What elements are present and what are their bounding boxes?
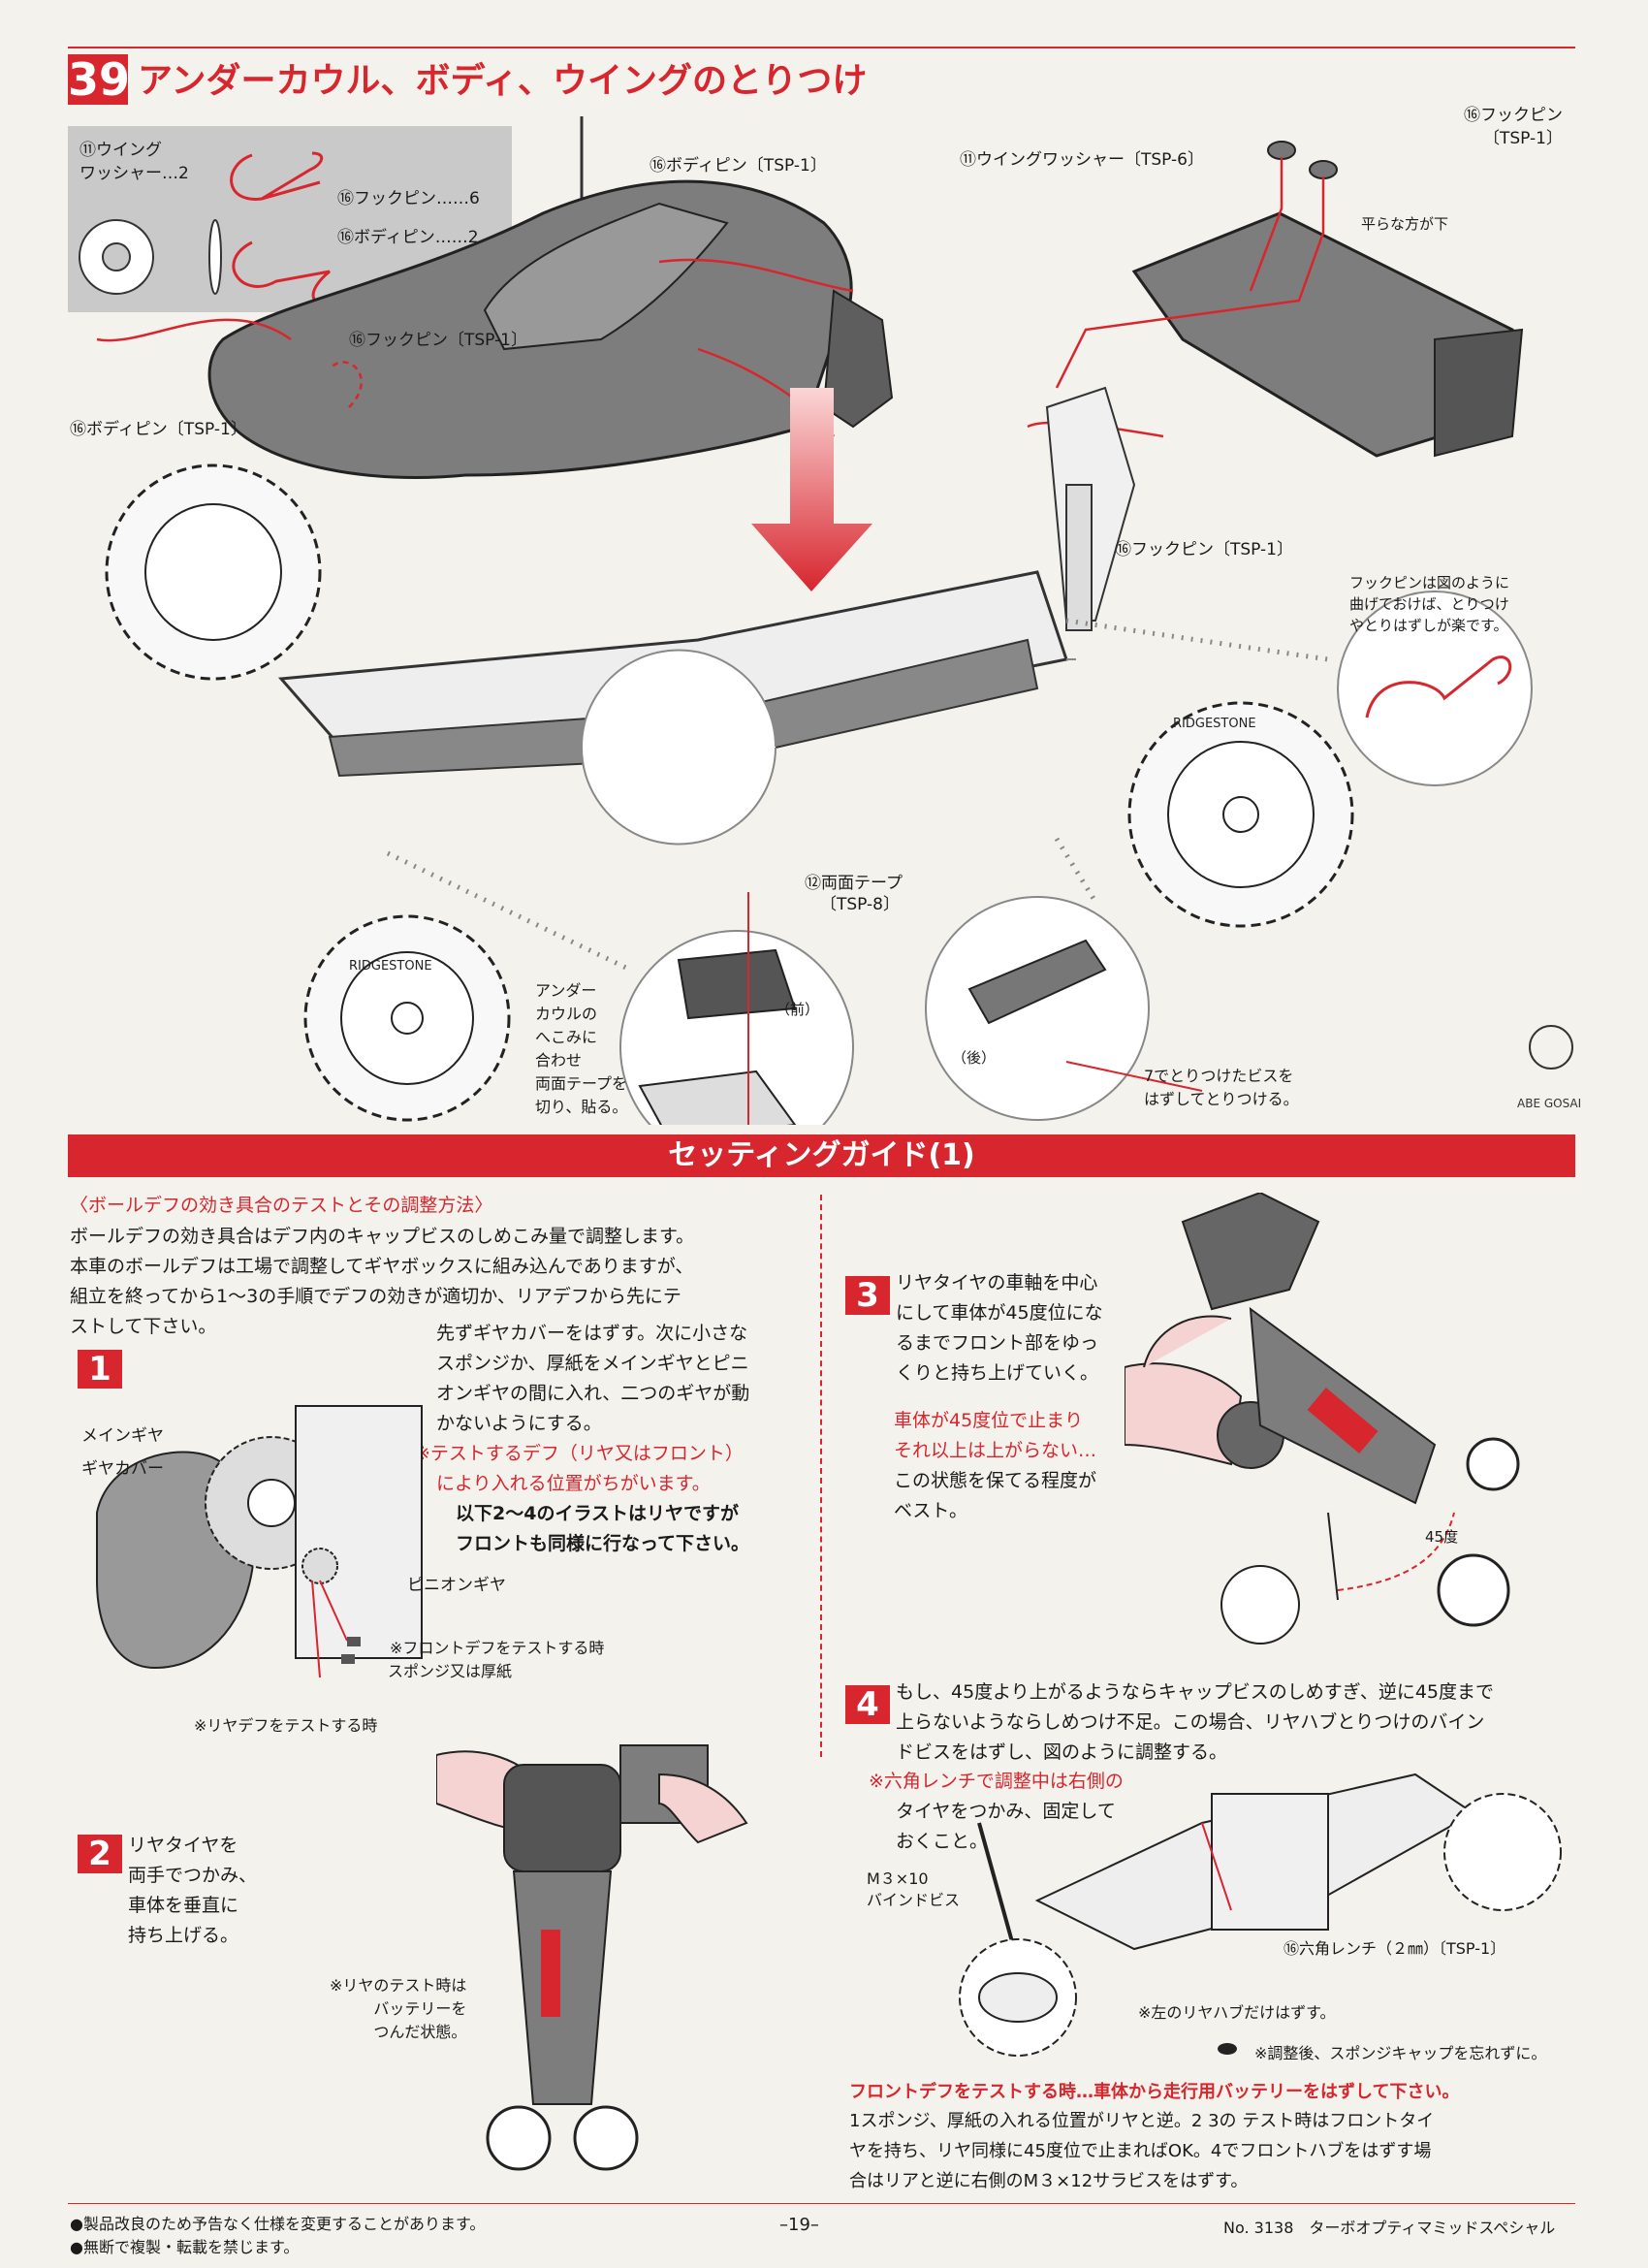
- step2-text: リヤタイヤを 両手でつかみ、 車体を垂直に 持ち上げる。: [128, 1835, 258, 1946]
- screw-detail-circle: [925, 896, 1150, 1121]
- tire-brand-rear: RIDGESTONE: [1173, 717, 1256, 731]
- step-number: 39: [68, 53, 131, 106]
- setting-guide-title: セッティングガイド(1): [668, 1138, 975, 1172]
- step4-text: もし、45度より上がるようならキャップビスのしめすぎ、逆に45度まで 上らないよ…: [896, 1681, 1495, 1763]
- label-body-pin-top: ⑯ボディピン〔TSP-1〕: [650, 156, 827, 176]
- assembly-illustration: RIDGESTONE RIDGESTONE ABE GOSAI: [96, 116, 1581, 1125]
- setting-guide-banner: セッティングガイド(1): [68, 1134, 1575, 1177]
- label-tape-code: 〔TSP-8〕: [820, 895, 901, 914]
- ball-diff-subhead: 〈ボールデフの効き具合のテストとその調整方法〉: [70, 1195, 493, 1216]
- parts-box: ⑪ウイング ワッシャー…2 ⑯フックピン……6 ⑯ボディピン……2: [68, 126, 512, 312]
- part-wing-washer-qty: ワッシャー…2: [79, 164, 189, 183]
- label-hook-pin-tr: ⑯フックピン: [1464, 106, 1563, 125]
- label-angle-45: 45度: [1425, 1528, 1459, 1546]
- label-rear: （後）: [952, 1049, 997, 1067]
- front-diff-note: 1スポンジ、厚紙の入れる位置がリヤと逆。2 3の テスト時はフロントタイ ヤを持…: [849, 2111, 1435, 2191]
- footer-note-1: ●製品改良のため予告なく仕様を変更することがあります。: [70, 2215, 486, 2233]
- label-left-hub: ※左のリヤハブだけはずす。: [1138, 2003, 1336, 2022]
- label-hex-wrench: ⑯六角レンチ（２㎜）〔TSP-1〕: [1284, 1939, 1506, 1958]
- label-hook-pin-tr-code: 〔TSP-1〕: [1483, 129, 1564, 148]
- step4-note: ※六角レンチで調整中は右側の タイヤをつかみ、固定して おくこと。: [869, 1771, 1124, 1852]
- label-front: （前）: [776, 1001, 820, 1018]
- hook-pin-tip-note: フックピンは図のように 曲げておけば、とりつけ やとりはずしが楽です。: [1349, 574, 1510, 634]
- label-rear-test: ※リヤデフをテストする時: [194, 1716, 378, 1735]
- footer-note-2: ●無断で複製・転載を禁じます。: [70, 2238, 300, 2256]
- top-rule: [68, 47, 1575, 48]
- gearbox-illustration: [96, 1405, 423, 1678]
- label-front-test: ※フロントデフをテストする時: [390, 1639, 605, 1657]
- screw-note: 7でとりつけたビスを はずしてとりつける。: [1144, 1067, 1299, 1108]
- hub-adjust-illustration: [959, 1773, 1562, 2057]
- label-hook-pin-right: ⑯フックピン〔TSP-1〕: [1115, 540, 1294, 559]
- label-flat-side: 平らな方が下: [1361, 215, 1449, 233]
- tape-detail-circle: [619, 930, 854, 1125]
- undercowl-note: アンダー カウルの へこみに 合わせ 両面テープを 切り、貼る。: [535, 981, 628, 1116]
- page-number: –19–: [779, 2215, 819, 2235]
- step3-after: この状態を保てる程度が ベスト。: [894, 1470, 1097, 1521]
- step1-bold-note: 以下2〜4のイラストはリヤですが フロントも同様に行なって下さい。: [456, 1503, 750, 1554]
- step1-number: 1: [78, 1350, 122, 1389]
- model-name: No. 3138 ターボオプティマミッドスペシャル: [1223, 2219, 1556, 2237]
- step2-number: 2: [78, 1835, 122, 1873]
- step2-note: ※リヤのテスト時は バッテリーを つんだ状態。: [330, 1976, 467, 2041]
- logo-text: ABE GOSAI: [1517, 1097, 1581, 1110]
- part-hook-pin: ⑯フックピン……6: [337, 189, 480, 208]
- label-bind-screw: M３×10: [867, 1869, 929, 1888]
- tilted-car-illustration: [1125, 1193, 1520, 1645]
- column-divider: [820, 1195, 822, 1757]
- label-sponge: スポンジ又は厚紙: [388, 1662, 513, 1680]
- label-main-gear: メインギヤ: [81, 1426, 164, 1446]
- intro-paragraph: ボールデフの効き具合はデフ内のキャップビスのしめこみ量で調整します。 本車のボー…: [70, 1226, 695, 1337]
- label-tape: ⑫両面テープ: [805, 874, 903, 893]
- vertical-car-illustration: [436, 1744, 748, 2171]
- step3-red-note: 車体が45度位で止まり それ以上は上がらない…: [894, 1410, 1097, 1461]
- label-body-pin-left: ⑯ボディピン〔TSP-1〕: [70, 420, 247, 439]
- tire-brand-front: RIDGESTONE: [349, 959, 432, 974]
- step1-red-note: ※テストするデフ（リヤ又はフロント） により入れる位置がちがいます。: [415, 1443, 744, 1494]
- step3-number: 3: [845, 1276, 890, 1315]
- label-bind-screw-name: バインドビス: [867, 1891, 961, 1909]
- front-diff-note-title: フロントデフをテストする時…車体から走行用バッテリーをはずして下さい。: [849, 2082, 1460, 2102]
- part-wing-washer-label: ⑪ウイング: [79, 141, 162, 160]
- step1-text: 先ずギヤカバーをはずす。次に小さな スポンジか、厚紙をメインギヤとピニ オンギヤ…: [436, 1323, 750, 1434]
- step4-number: 4: [845, 1685, 890, 1724]
- step-title: アンダーカウル、ボディ、ウイングのとりつけ: [138, 61, 868, 101]
- footer-rule: [68, 2203, 1575, 2204]
- label-wing-washer: ⑪ウイングワッシャー〔TSP-6〕: [960, 150, 1205, 170]
- windshield: [483, 202, 729, 351]
- label-hook-pin-mid: ⑯フックピン〔TSP-1〕: [349, 331, 528, 350]
- label-gear-cover: ギヤカバー: [81, 1459, 164, 1479]
- label-cap-note: ※調整後、スポンジキャップを忘れずに。: [1254, 2044, 1547, 2062]
- part-body-pin: ⑯ボディピン……2: [337, 228, 479, 247]
- parts-illustration: [79, 151, 331, 304]
- step3-text: リヤタイヤの車軸を中心 にして車体が45度位にな るまでフロント部をゆっ くりと…: [896, 1272, 1103, 1384]
- label-pinion: ピニオンギヤ: [407, 1576, 506, 1595]
